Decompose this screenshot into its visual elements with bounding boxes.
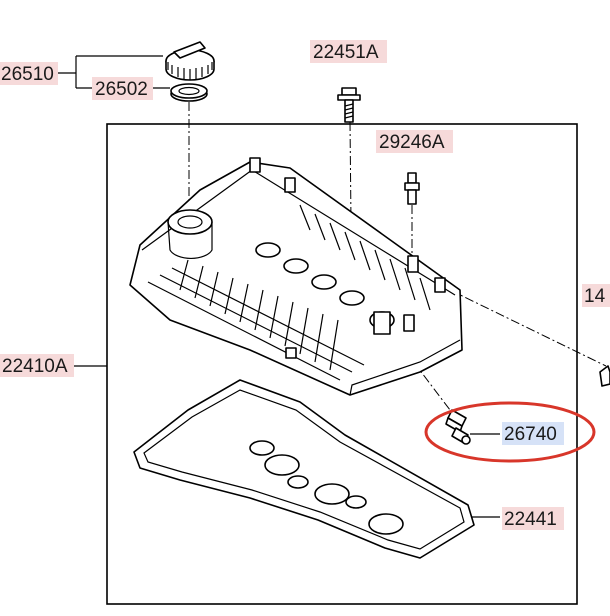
callout-26502[interactable]: 26502 (95, 79, 148, 100)
highlight-ring (424, 401, 596, 463)
callout-22451A[interactable]: 22451A (313, 42, 379, 63)
label-bg-29246A (376, 130, 453, 153)
bracket (599, 365, 610, 387)
label-bg-14 (582, 284, 610, 307)
label-bg-22410A (0, 354, 74, 377)
pcv-valve (445, 409, 471, 445)
callout-26740[interactable]: 26740 (504, 424, 557, 445)
label-bg-22451A (310, 40, 387, 63)
label-bg-26740 (502, 422, 564, 445)
stud-bolt (404, 172, 420, 205)
label-bg-26502 (92, 77, 153, 100)
leader-26510 (58, 55, 163, 89)
cover-gasket (133, 379, 475, 559)
axis-bracket (449, 289, 607, 367)
label-bg-22441 (502, 507, 564, 530)
callout-29246A[interactable]: 29246A (379, 132, 445, 153)
cover-bolt (337, 87, 361, 123)
oil-filler-cap (165, 41, 215, 81)
cylinder-head-cover (129, 157, 463, 396)
callout-22410A[interactable]: 22410A (2, 356, 68, 377)
callout-26510[interactable]: 26510 (1, 64, 54, 85)
assembly-frame (106, 123, 578, 605)
filler-cap-gasket (170, 83, 208, 102)
callout-22441[interactable]: 22441 (504, 509, 557, 530)
label-bg-26510 (0, 62, 58, 85)
callout-14[interactable]: 14 (584, 286, 606, 307)
